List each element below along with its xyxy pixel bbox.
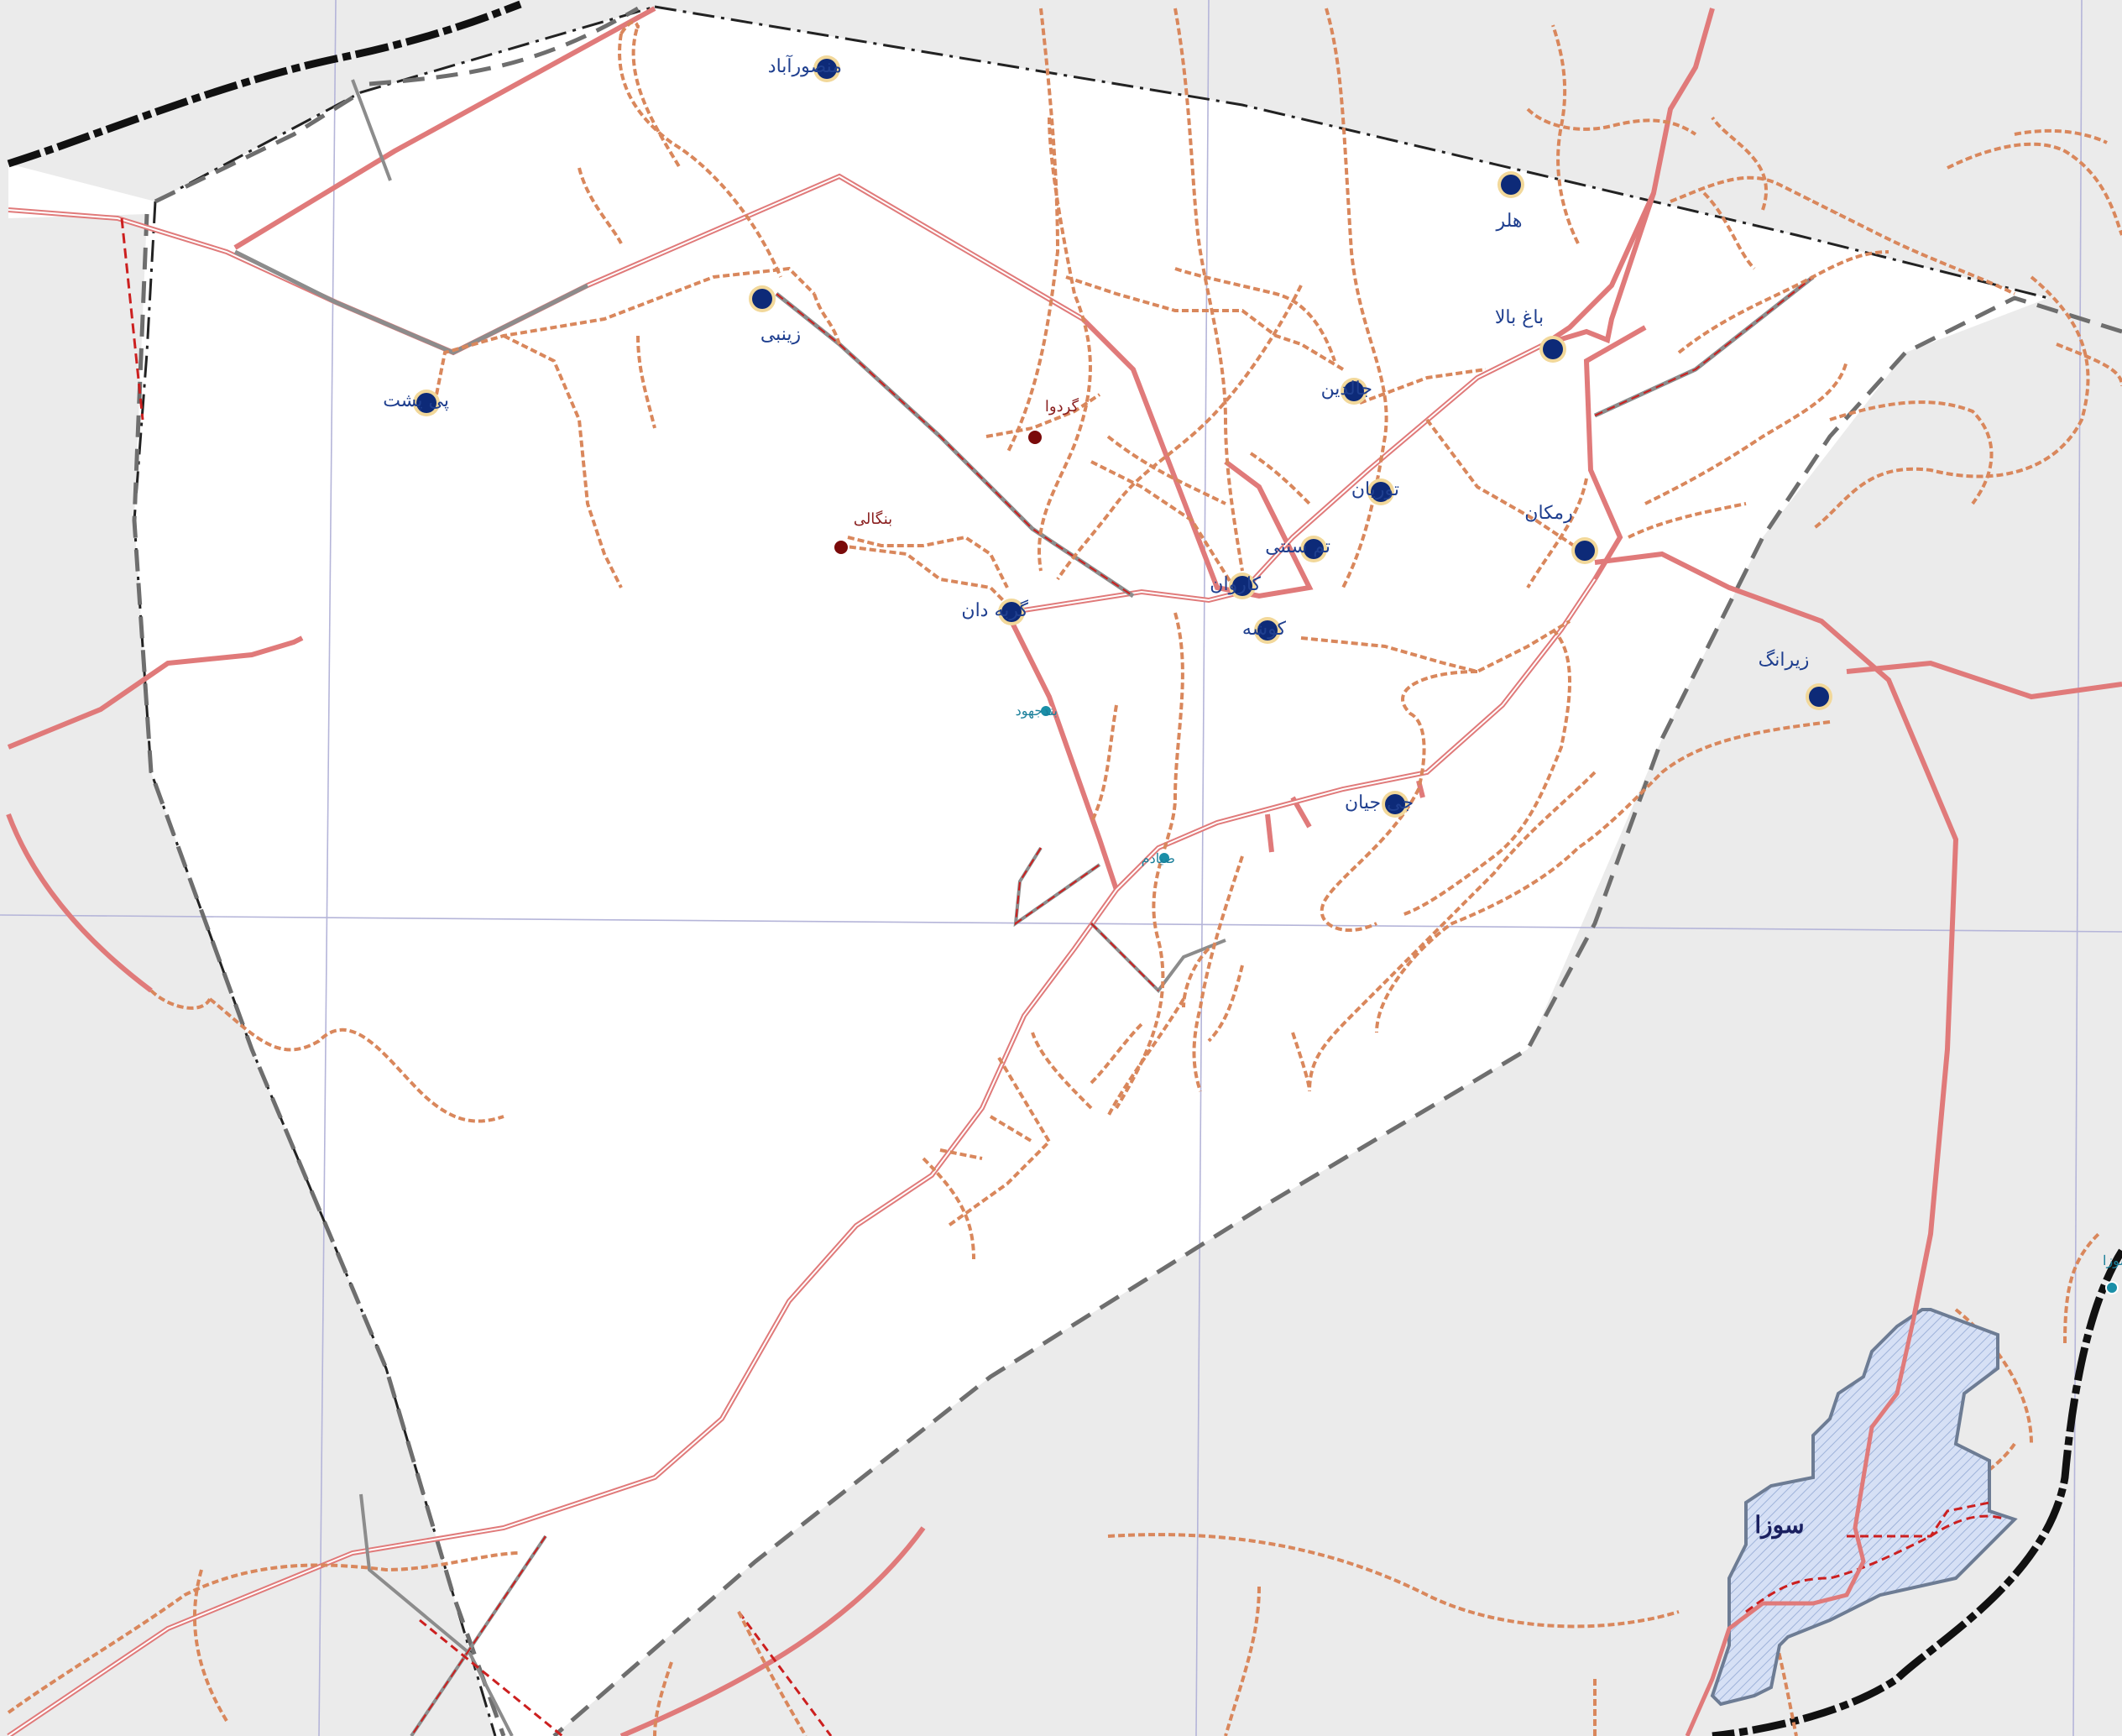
village-label: باغ بالا: [1495, 307, 1544, 328]
village-marker[interactable]: توریان: [1351, 478, 1399, 505]
village-marker[interactable]: منصورآباد: [768, 55, 842, 82]
village-marker[interactable]: جی جیان: [1345, 791, 1414, 818]
village-dot[interactable]: [1027, 429, 1043, 446]
village-dot[interactable]: [416, 393, 436, 413]
village-dot[interactable]: [1039, 704, 1053, 718]
village-label: پی پشت: [383, 390, 449, 411]
secondary-roads: [120, 79, 1815, 1736]
village-marker[interactable]: رمکان: [1524, 503, 1598, 564]
village-dot[interactable]: [2105, 1281, 2119, 1294]
village-dot[interactable]: [1501, 175, 1521, 195]
village-label: زینبی: [760, 324, 801, 345]
village-label: رمکان: [1524, 503, 1572, 524]
village-dot[interactable]: [1001, 602, 1022, 622]
village-dot[interactable]: [1385, 794, 1405, 814]
village-label: تم سنتی: [1265, 536, 1330, 557]
village-marker[interactable]: گربه دان: [961, 599, 1029, 625]
village-label: توریان: [1351, 479, 1399, 500]
village-marker[interactable]: زینبی: [749, 285, 801, 345]
village-marker[interactable]: تم سنتی: [1265, 536, 1330, 562]
village-marker[interactable]: کوشه: [1242, 617, 1287, 644]
village-marker[interactable]: صیادم: [1142, 850, 1175, 866]
village-dot[interactable]: [1575, 541, 1595, 561]
village-marker[interactable]: بندجهود: [1016, 703, 1058, 719]
province-border: [7, 0, 2122, 1736]
village-dot[interactable]: [1543, 339, 1563, 359]
village-dot[interactable]: [1232, 576, 1252, 596]
village-marker[interactable]: نخلستانهای سوزا: [2103, 1252, 2122, 1294]
village-label: زیرانگ: [1759, 649, 1810, 671]
village-label: کوشه: [1242, 619, 1287, 640]
village-marker[interactable]: بنگالی: [833, 510, 892, 556]
village-marker[interactable]: پی پشت: [383, 390, 449, 416]
village-marker[interactable]: جالدین: [1321, 378, 1372, 405]
village-dot[interactable]: [1371, 482, 1391, 502]
tracks: [7, 8, 2122, 1736]
village-dot[interactable]: [1344, 381, 1364, 401]
village-dot[interactable]: [1304, 539, 1324, 559]
village-label: هلر: [1495, 211, 1522, 232]
village-label: بندجهود: [1016, 703, 1058, 719]
village-label: گردوا: [1045, 397, 1079, 416]
city-label: سوزا: [1754, 1511, 1804, 1540]
village-marker[interactable]: گردوا: [1027, 397, 1079, 446]
village-label: نخلستانهای سوزا: [2103, 1252, 2122, 1268]
village-label: کاروان: [1210, 574, 1261, 595]
village-dot[interactable]: [817, 59, 837, 79]
county-boundary: [132, 6, 2122, 1736]
village-markers: منصورآباد هلر زینبی پی پشت باغ بالا جالدین تور…: [383, 55, 2122, 1294]
village-dot[interactable]: [1158, 851, 1171, 865]
village-label: بنگالی: [854, 510, 892, 528]
village-label: جالدین: [1321, 379, 1372, 400]
village-label: منصورآباد: [768, 55, 842, 77]
village-marker[interactable]: باغ بالا: [1495, 307, 1566, 363]
village-marker[interactable]: هلر: [1495, 171, 1524, 232]
district-area: [8, 7, 2048, 1736]
village-dot[interactable]: [752, 289, 772, 309]
village-marker[interactable]: کاروان: [1210, 573, 1262, 599]
village-dot[interactable]: [1257, 620, 1278, 641]
village-label: جی جیان: [1345, 792, 1414, 813]
village-label: گربه دان: [961, 599, 1028, 621]
village-dot[interactable]: [833, 539, 849, 556]
village-marker[interactable]: زیرانگ: [1759, 649, 1832, 710]
village-label: صیادم: [1142, 850, 1175, 866]
village-dot[interactable]: [1809, 687, 1829, 707]
